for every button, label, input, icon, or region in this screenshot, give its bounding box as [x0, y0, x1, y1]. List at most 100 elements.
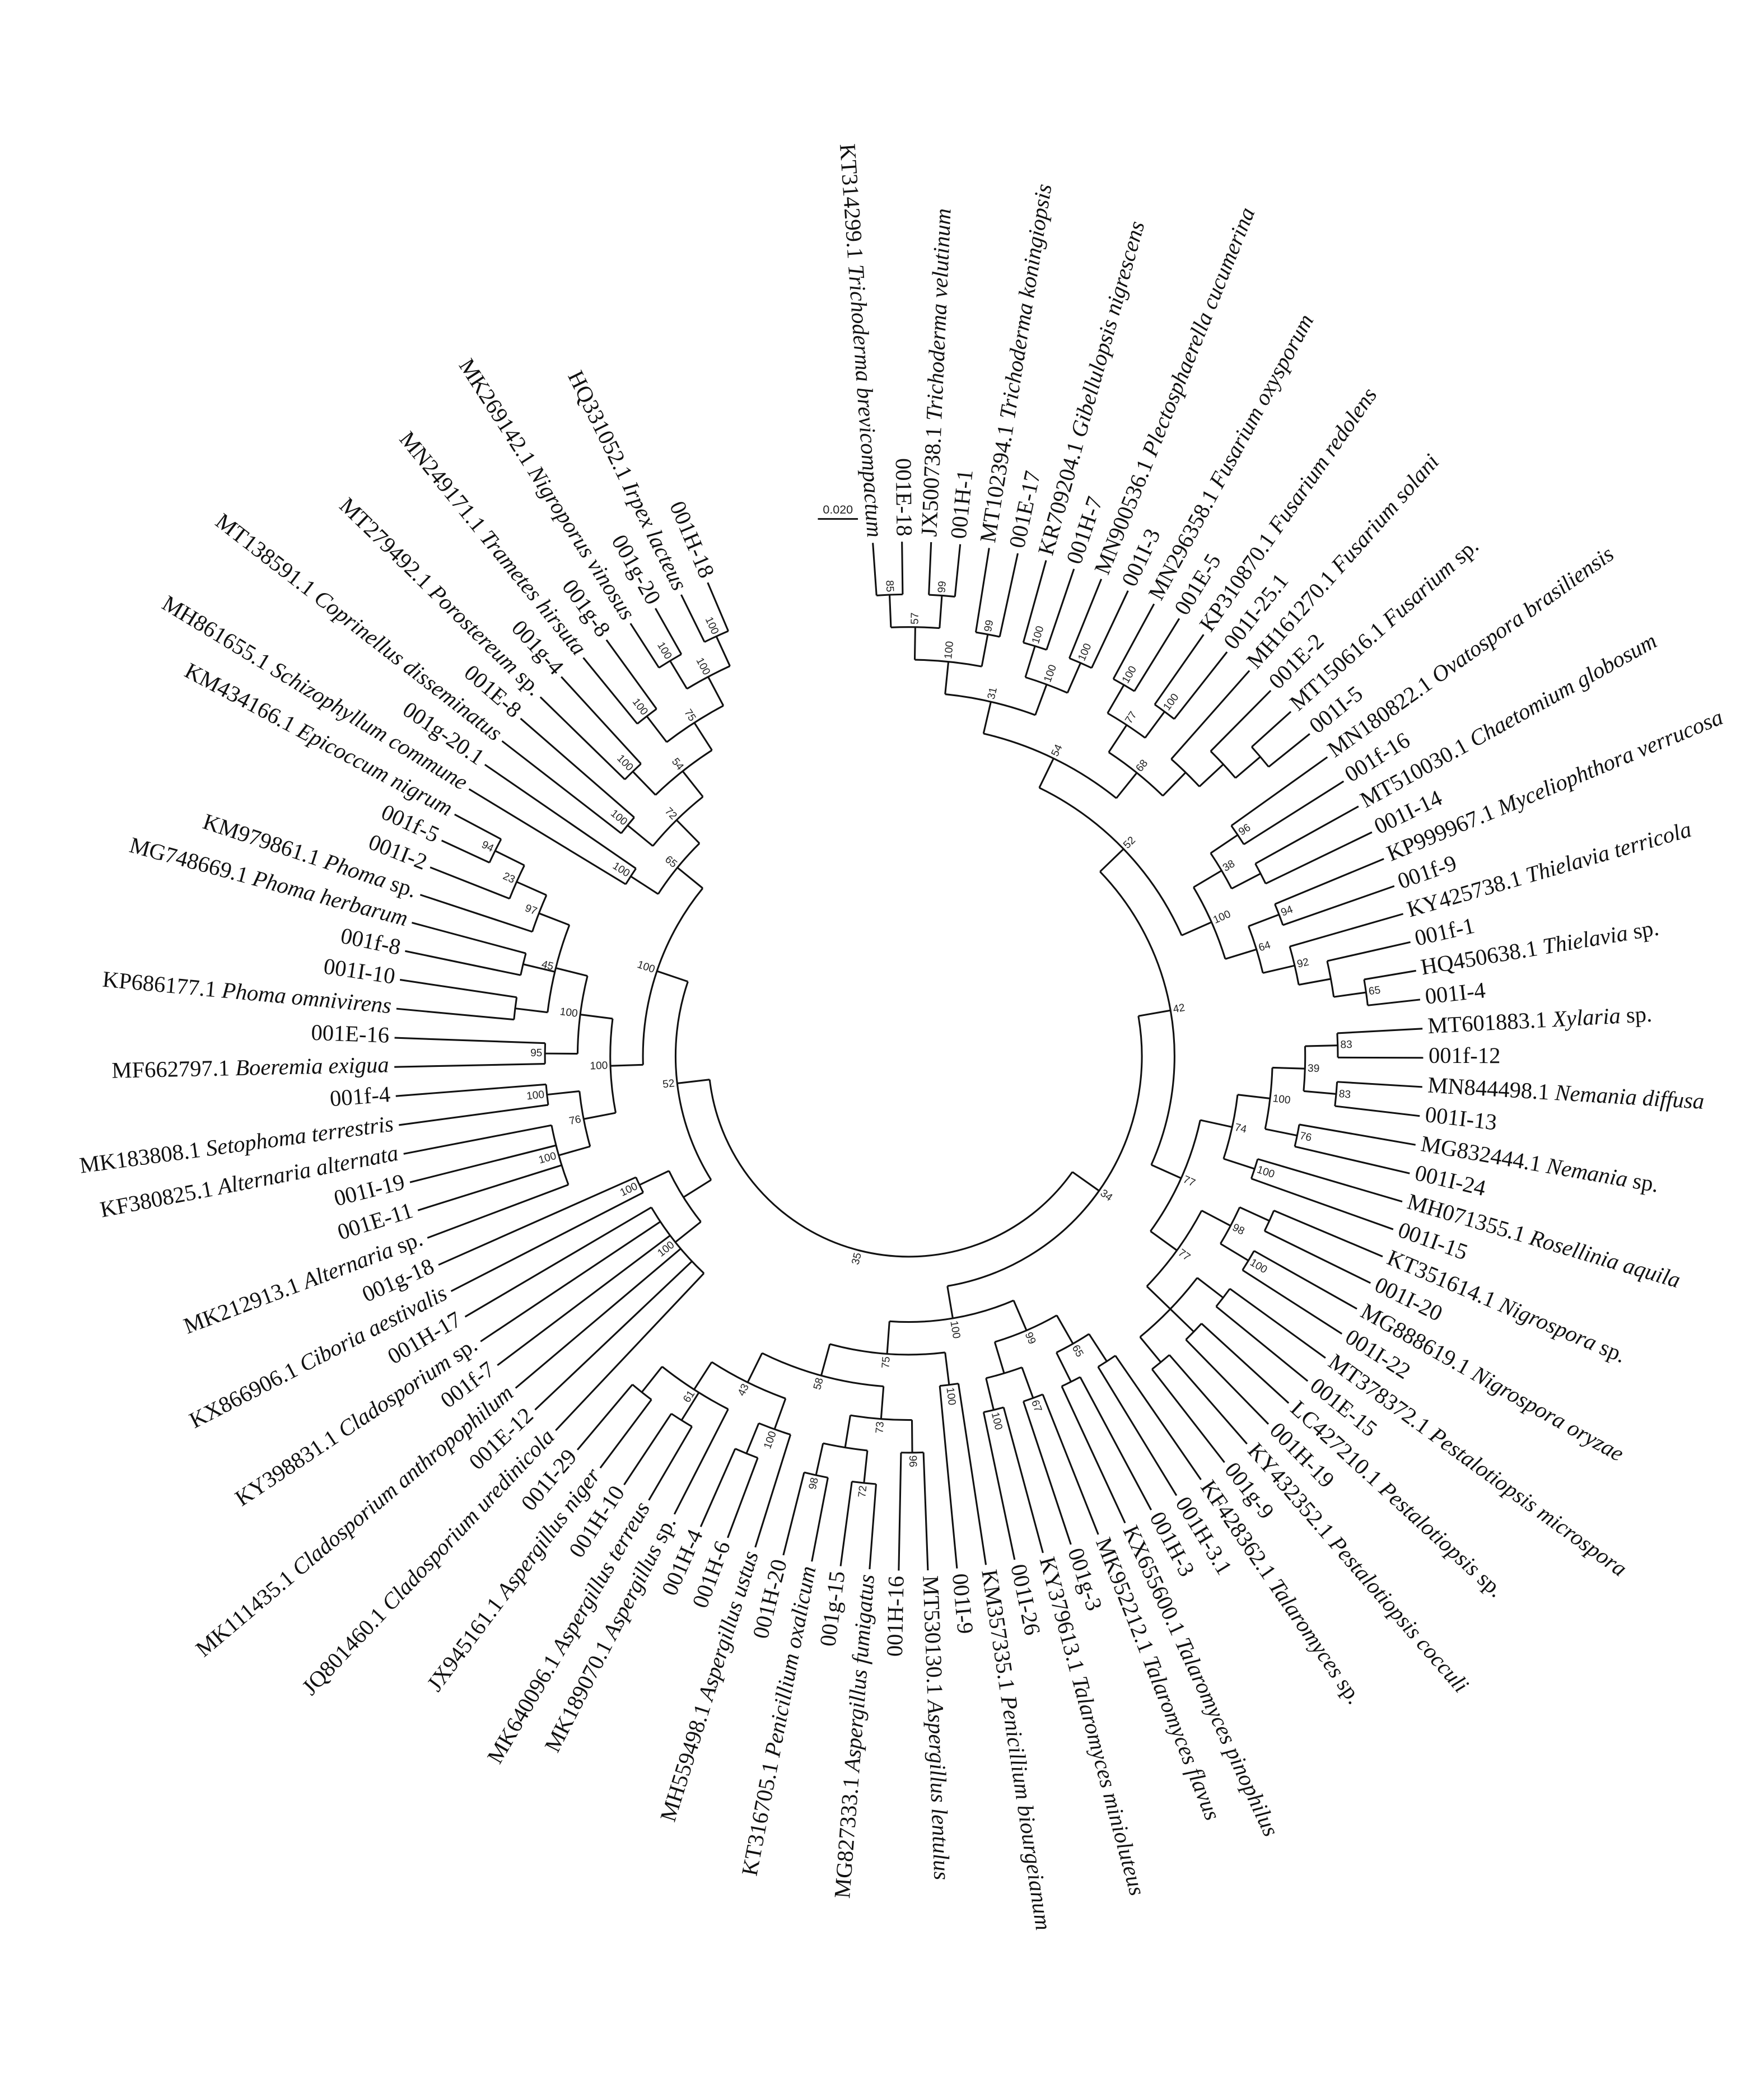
terminal-branch — [782, 1472, 805, 1556]
bootstrap-value: 100 — [703, 615, 721, 636]
bootstrap-value: 95 — [530, 1047, 542, 1059]
terminal-branch — [430, 866, 510, 900]
terminal-branch — [1112, 603, 1155, 680]
bootstrap-value: 100 — [1161, 692, 1182, 713]
internal-branch — [683, 1179, 712, 1198]
branch-arc — [708, 1079, 1074, 1258]
terminal-branch — [480, 1221, 661, 1342]
terminal-branch — [1273, 1210, 1383, 1258]
accession: 001H-16 — [882, 1576, 909, 1657]
terminal-branch — [427, 1183, 569, 1239]
leaf-label: 001f-12 — [1429, 1043, 1501, 1068]
internal-branch — [1220, 1243, 1249, 1262]
internal-branch — [693, 1361, 713, 1390]
leaf-label: JX500738.1 Trichoderma velutinum — [916, 208, 956, 537]
internal-branch — [522, 963, 556, 973]
bootstrap-value: 77 — [1181, 1174, 1197, 1190]
bootstrap-value: 100 — [1042, 663, 1059, 684]
branch-arc — [668, 1170, 702, 1223]
species-name: Penicillium biourgeianum — [995, 1688, 1056, 1932]
internal-branch — [1144, 711, 1165, 739]
internal-branch — [1072, 1171, 1100, 1192]
bootstrap-value: 31 — [986, 686, 1000, 700]
terminal-branch — [1265, 831, 1373, 885]
internal-branch — [1262, 964, 1295, 974]
internal-branch — [580, 1014, 613, 1020]
internal-branch — [1099, 848, 1124, 873]
terminal-branch — [754, 1434, 792, 1548]
terminal-branch — [1022, 560, 1047, 643]
internal-branch — [656, 970, 688, 983]
internal-branch — [1169, 1308, 1194, 1333]
terminal-branch — [898, 1452, 902, 1571]
branch-arc — [945, 693, 1036, 716]
bootstrap-value: 54 — [1049, 743, 1065, 759]
accession: HQ331052.1 — [563, 367, 638, 484]
bootstrap-value: 100 — [526, 1089, 545, 1102]
bootstrap-value: 83 — [1338, 1088, 1351, 1101]
internal-branch — [715, 636, 731, 666]
internal-branch — [677, 1079, 710, 1084]
accession: 001H-1 — [946, 468, 978, 540]
accession: 001I-9 — [948, 1573, 978, 1635]
internal-branch — [1237, 1094, 1271, 1099]
terminal-branch — [922, 1452, 929, 1571]
terminal-branch — [395, 1083, 547, 1097]
terminal-branch — [1079, 1377, 1152, 1511]
leaf-label: KP310870.1 Fusarium redolens — [1194, 383, 1382, 636]
internal-branch — [939, 595, 943, 628]
species-name: Nigrospora — [1490, 1290, 1600, 1356]
bootstrap-value: 52 — [662, 1078, 675, 1090]
internal-branch — [516, 881, 547, 896]
terminal-branch — [1282, 885, 1395, 926]
terminal-branch — [441, 839, 490, 864]
leaf-label: KM357335.1 Penicillium biourgeianum — [977, 1568, 1056, 1932]
leaf-label: KY398831.1 Cladosporium sp. — [231, 1332, 482, 1511]
bootstrap-value: 35 — [850, 1252, 864, 1266]
terminal-branch — [1168, 1354, 1248, 1445]
internal-branch — [1038, 758, 1054, 789]
internal-branch — [1146, 1285, 1171, 1310]
accession: JX945161.1 — [422, 1593, 508, 1696]
bootstrap-value: 74 — [1234, 1122, 1248, 1136]
terminal-branch — [399, 978, 517, 999]
internal-branch — [1248, 913, 1280, 927]
bootstrap-value: 65 — [1070, 1343, 1086, 1359]
terminal-branch — [707, 582, 729, 632]
species-name: Nigrospora oryzae — [1463, 1358, 1628, 1466]
bootstrap-value: 100 — [948, 1320, 962, 1340]
internal-branch — [646, 715, 668, 743]
terminal-branch — [501, 740, 622, 834]
bootstrap-value: 100 — [989, 1411, 1005, 1431]
bootstrap-value: 76 — [568, 1113, 582, 1127]
bootstrap-value: 98 — [1230, 1221, 1247, 1237]
internal-branch — [993, 1341, 1005, 1374]
leaf-label: 001E-18 — [890, 458, 917, 537]
terminal-branch — [629, 623, 660, 669]
terminal-branch — [648, 1426, 693, 1501]
terminal-branch — [582, 657, 638, 725]
terminal-branch — [561, 676, 642, 764]
internal-branch — [583, 1112, 616, 1120]
internal-branch — [880, 1386, 885, 1419]
terminal-branch — [1210, 689, 1272, 752]
internal-branch — [610, 1064, 643, 1067]
accession: MN249171.1 — [394, 427, 491, 537]
internal-branch — [547, 1090, 580, 1096]
bootstrap-value: 57 — [909, 613, 921, 625]
species-qualifier: sp. — [382, 869, 420, 903]
terminal-branch — [1253, 1250, 1357, 1310]
internal-branch — [538, 912, 570, 926]
species-qualifier: sp. — [1620, 1001, 1653, 1028]
terminal-branch — [1337, 1081, 1422, 1088]
terminal-branch — [450, 1192, 644, 1292]
accession: 001I-13 — [1424, 1102, 1499, 1135]
terminal-branch — [1334, 1105, 1420, 1117]
terminal-branch — [576, 1384, 633, 1450]
accession: 001f-12 — [1429, 1043, 1501, 1068]
accession: KP686177.1 — [101, 967, 217, 1002]
terminal-branch — [839, 1481, 853, 1566]
terminal-branch — [623, 1413, 673, 1486]
internal-branch — [1298, 978, 1331, 986]
